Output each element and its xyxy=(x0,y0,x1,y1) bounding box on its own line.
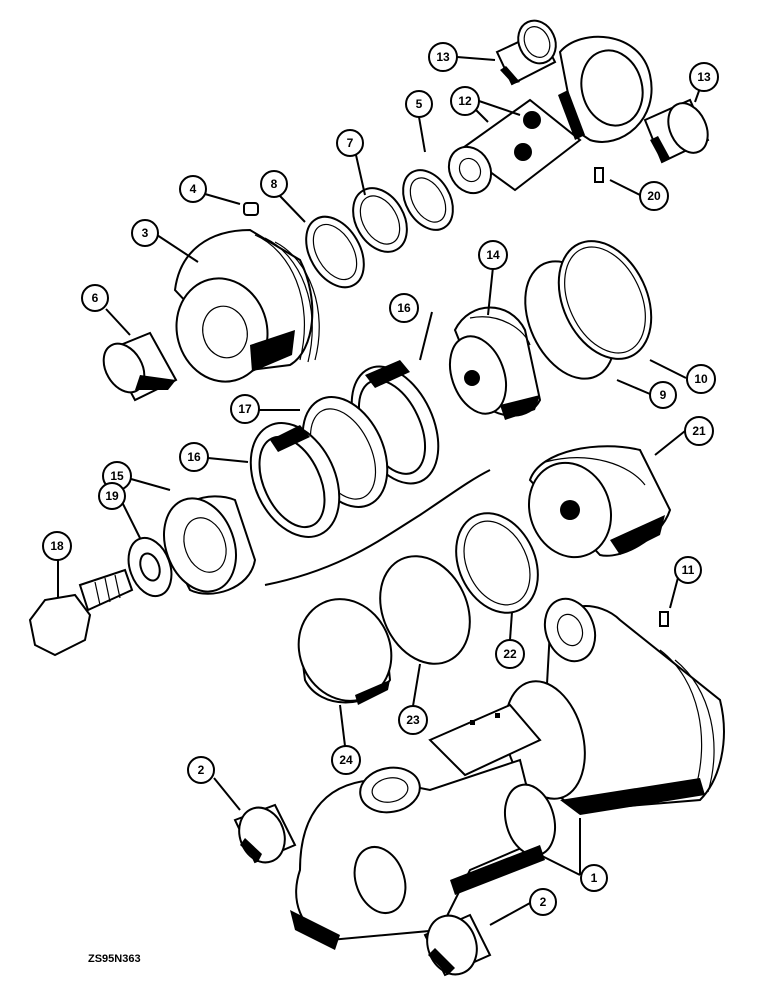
callout-2a: 2 xyxy=(187,756,215,784)
callout-2a-label: 2 xyxy=(198,763,205,777)
callout-7-label: 7 xyxy=(347,136,354,150)
part-22-ring xyxy=(455,512,539,614)
part-4-plug xyxy=(243,202,259,216)
callout-22: 22 xyxy=(495,639,525,669)
part-3-gland xyxy=(173,228,320,383)
callout-12-label: 12 xyxy=(458,94,472,108)
part-2-bushing-lower xyxy=(423,913,492,977)
callout-4-label: 4 xyxy=(190,182,197,196)
callout-9-label: 9 xyxy=(660,388,667,402)
callout-13a: 13 xyxy=(428,42,458,72)
callout-17: 17 xyxy=(230,394,260,424)
callout-19: 19 xyxy=(98,482,126,510)
callout-24: 24 xyxy=(331,745,361,775)
callout-4: 4 xyxy=(179,175,207,203)
part-19-washer xyxy=(127,536,173,598)
callout-20: 20 xyxy=(639,181,669,211)
callout-10: 10 xyxy=(686,364,716,394)
callout-16a-label: 16 xyxy=(397,301,411,315)
callout-5: 5 xyxy=(405,90,433,118)
callout-13a-label: 13 xyxy=(436,50,450,64)
callout-1: 1 xyxy=(580,864,608,892)
part-2-bushing-upper xyxy=(233,803,297,864)
callout-21: 21 xyxy=(684,416,714,446)
callout-13b: 13 xyxy=(689,62,719,92)
callout-10-label: 10 xyxy=(694,372,708,386)
callout-24-label: 24 xyxy=(339,753,353,767)
callout-8: 8 xyxy=(260,170,288,198)
callout-14: 14 xyxy=(478,240,508,270)
part-18-bolt xyxy=(28,568,134,657)
section-divider-curve xyxy=(264,469,491,586)
figure-id: ZS95N363 xyxy=(88,953,141,965)
callout-15-label: 15 xyxy=(110,469,124,483)
part-16-seal-lower xyxy=(249,422,341,538)
part-24-ring xyxy=(297,598,393,705)
callout-16a: 16 xyxy=(389,293,419,323)
callout-9: 9 xyxy=(649,381,677,409)
part-8-ring xyxy=(305,215,365,289)
callout-18-label: 18 xyxy=(50,539,64,553)
rod-eye-assembly xyxy=(447,35,653,195)
callout-13b-label: 13 xyxy=(697,70,711,84)
part-14-piston xyxy=(448,306,542,420)
callout-2b-label: 2 xyxy=(540,895,547,909)
callout-8-label: 8 xyxy=(271,177,278,191)
callout-21-label: 21 xyxy=(692,424,706,438)
callout-6-label: 6 xyxy=(92,291,99,305)
callout-14-label: 14 xyxy=(486,248,500,262)
callout-23-label: 23 xyxy=(406,713,420,727)
callout-6: 6 xyxy=(81,284,109,312)
part-21-piston xyxy=(527,445,672,559)
callout-19-label: 19 xyxy=(105,489,119,503)
part-10-ring xyxy=(557,240,653,360)
callout-22-label: 22 xyxy=(503,647,517,661)
part-23-ring xyxy=(379,555,471,665)
part-13-bushing-left xyxy=(495,19,557,86)
callout-16b: 16 xyxy=(179,442,209,472)
callout-17-label: 17 xyxy=(238,402,252,416)
part-15-piston-nut xyxy=(163,495,257,595)
part-13-bushing-right xyxy=(643,98,710,164)
callout-3: 3 xyxy=(131,219,159,247)
part-6-bushing xyxy=(102,331,178,402)
part-1-cylinder-barrel xyxy=(290,597,725,950)
callout-23: 23 xyxy=(398,705,428,735)
callout-18: 18 xyxy=(42,531,72,561)
callout-11-label: 11 xyxy=(682,563,695,577)
callout-3-label: 3 xyxy=(142,226,149,240)
callout-12: 12 xyxy=(450,86,480,116)
callout-1-label: 1 xyxy=(591,871,598,885)
callout-20-label: 20 xyxy=(647,189,661,203)
callout-2b: 2 xyxy=(529,888,557,916)
part-11-fitting xyxy=(659,611,669,627)
callout-5-label: 5 xyxy=(416,97,423,111)
part-20-grease-fitting xyxy=(594,167,604,183)
callout-7: 7 xyxy=(336,129,364,157)
part-5-ring xyxy=(402,169,454,231)
callout-16b-label: 16 xyxy=(187,450,201,464)
callout-11: 11 xyxy=(674,556,702,584)
